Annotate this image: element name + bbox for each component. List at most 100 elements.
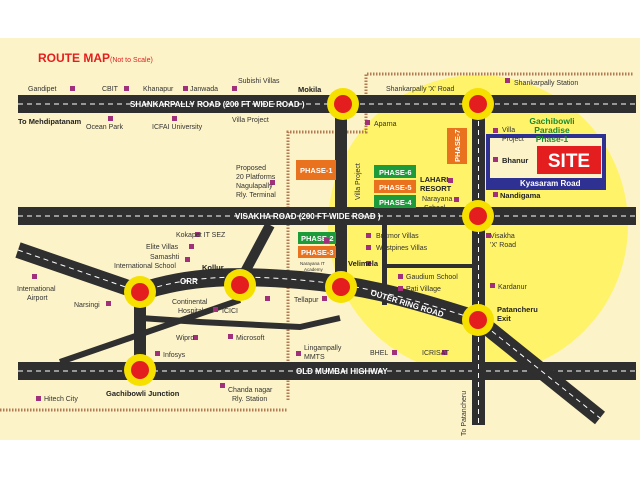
- railway-lines: [0, 72, 634, 412]
- phase-4-block: [374, 195, 416, 208]
- place-subishi-villas: Subishi Villas: [238, 78, 280, 85]
- place-continental-2: Hospital: [178, 308, 204, 315]
- junction-narsingi: [124, 276, 156, 308]
- site-name-line3: Phase-1: [536, 134, 569, 144]
- place-ocean-park: Ocean Park: [86, 124, 123, 131]
- junction-gachibowli: [124, 354, 156, 386]
- place-narsingi: Narsingi: [74, 302, 100, 309]
- place-visakha-x-2: 'X' Road: [490, 242, 516, 249]
- orr-service-road: [139, 315, 341, 331]
- place-lingampally-1: Lingampally: [304, 345, 342, 352]
- place-continental-1: Continental: [172, 299, 208, 306]
- shankarpally-road-label: SHANKARPALLY ROAD (200 FT WIDE ROAD ): [130, 100, 305, 109]
- place-villa-project-right-1: Villa: [502, 127, 515, 134]
- mokila-road: [335, 103, 347, 287]
- place-infosys: Infosys: [163, 352, 186, 359]
- junctions: [124, 88, 494, 386]
- place-shankarpally-x: Shankarpally 'X' Road: [386, 86, 455, 93]
- place-samashti-2: International School: [114, 263, 176, 270]
- to-patancheru-label: To Patancheru: [461, 391, 468, 436]
- place-bricmor: Bricmor Villas: [376, 233, 419, 240]
- place-aparna: Aparna: [374, 121, 397, 128]
- gaudium-road: [387, 264, 472, 268]
- junction-mokila: [327, 88, 359, 120]
- place-icici: ICICI: [222, 308, 238, 315]
- map-subtitle: (Not to Scale): [110, 57, 153, 64]
- place-visakha-x-1: Visakha: [490, 233, 515, 240]
- hitech-link-road: [59, 297, 241, 365]
- place-westpines: Westpines Villas: [376, 245, 428, 252]
- patancheru-road: [472, 103, 485, 425]
- place-microsoft: Microsoft: [236, 335, 264, 342]
- place-tellapur: Tellapur: [294, 297, 319, 304]
- place-velimela: Velimela: [348, 259, 379, 268]
- site-name-line2: Paradise: [534, 125, 570, 135]
- place-labels: Gandipet CBIT Khanapur Janwada Subishi V…: [17, 78, 578, 403]
- phase-7-block: [447, 128, 467, 164]
- place-chanda-nagar-2: Rly. Station: [232, 396, 267, 403]
- place-patancheru-exit-1: Patancheru: [497, 305, 538, 314]
- junction-visakha-x: [462, 200, 494, 232]
- place-lingampally-2: MMTS: [304, 354, 325, 361]
- place-kollur: Kollur: [202, 263, 224, 272]
- svg-text:PHASE-1: PHASE-1: [300, 166, 333, 175]
- place-narayana-it-1: Narayana IT: [300, 261, 325, 266]
- junction-shankarpally-x: [462, 88, 494, 120]
- place-international-2: Airport: [27, 295, 48, 302]
- site-name-line1: Gachibowli: [529, 116, 574, 126]
- roads: [15, 95, 636, 425]
- phase-5-block: [374, 180, 416, 193]
- svg-text:PHASE-3: PHASE-3: [301, 248, 334, 257]
- phase-6-block: [374, 165, 416, 178]
- site-label-box: [537, 146, 601, 174]
- place-gachibowli-junction: Gachibowli Junction: [106, 389, 180, 398]
- orr-label: ORR: [180, 277, 198, 286]
- place-narayana-2: School: [424, 205, 446, 212]
- junction-patancheru-exit: [462, 304, 494, 336]
- velimela-road: [382, 225, 387, 305]
- place-proposed-3: Nagulapally: [236, 183, 273, 190]
- place-proposed-1: Proposed: [236, 165, 266, 172]
- junction-tellapur: [325, 271, 357, 303]
- place-wipro: Wipro: [176, 335, 194, 342]
- svg-text:PHASE-5: PHASE-5: [379, 183, 412, 192]
- place-lahari-2: RESORT: [420, 184, 452, 193]
- place-cbit: CBIT: [102, 86, 119, 93]
- svg-text:PHASE-6: PHASE-6: [379, 168, 412, 177]
- place-khanapur: Khanapur: [143, 86, 174, 93]
- place-international-1: International: [17, 286, 56, 293]
- place-kardanur: Kardanur: [498, 284, 527, 291]
- villa-project-road-label: Villa Project: [355, 163, 362, 200]
- site-label: SITE: [548, 151, 590, 172]
- phase-3-block: [298, 246, 336, 258]
- place-gandipet: Gandipet: [28, 86, 56, 93]
- svg-text:PHASE-4: PHASE-4: [379, 198, 412, 207]
- place-gaudium: Gaudium School: [406, 274, 458, 281]
- map-title: ROUTE MAP: [38, 51, 110, 65]
- place-mokila: Mokila: [298, 85, 322, 94]
- place-elite-villas: Elite Villas: [146, 244, 179, 251]
- place-bhel: BHEL: [370, 350, 388, 357]
- place-proposed-4: Rly. Terminal: [236, 192, 276, 199]
- place-narayana-it-2: Academy: [304, 267, 324, 272]
- svg-text:PHASE-7: PHASE-7: [453, 129, 462, 162]
- kyasaram-road-label: Kyasaram Road: [520, 179, 581, 188]
- place-villa-project-left: Villa Project: [232, 117, 269, 124]
- place-narayana-1: Narayana: [422, 196, 452, 203]
- place-icfai: ICFAI University: [152, 124, 203, 131]
- phase-1-block: [296, 160, 336, 180]
- place-kokapet: Kokapet IT SEZ: [176, 232, 226, 239]
- svg-text:PHASE-2: PHASE-2: [301, 234, 334, 243]
- place-hitech-city: Hitech City: [44, 396, 78, 403]
- place-icrisat: ICRISAT: [422, 350, 450, 357]
- place-shankarpally-station: Shankarpally Station: [514, 80, 578, 87]
- junction-kollur: [224, 269, 256, 301]
- place-bhanur: Bhanur: [502, 156, 528, 165]
- phase-blocks: PHASE-1 PHASE-2 PHASE-3 PHASE-6 PHASE-5 …: [296, 128, 467, 258]
- place-patancheru-exit-2: Exit: [497, 314, 511, 323]
- railway-line-upper: [286, 72, 634, 400]
- to-mehdipatanam-label: To Mehdipatanam: [18, 117, 82, 126]
- place-villa-project-right-2: Project: [502, 136, 524, 143]
- place-lahari-1: LAHARI: [420, 175, 448, 184]
